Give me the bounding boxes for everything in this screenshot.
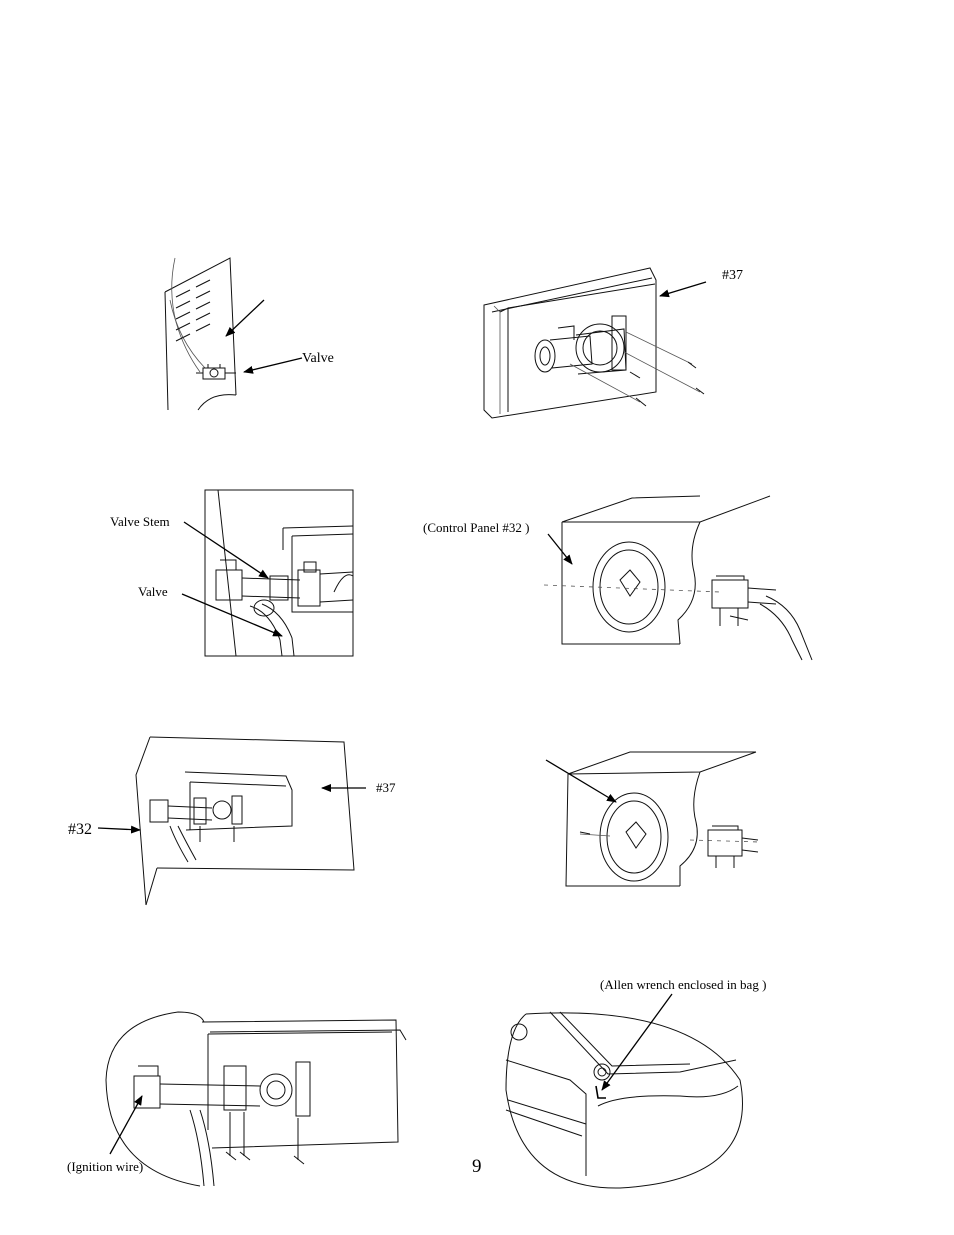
- figure-6-control-panel-align: [545, 751, 761, 887]
- vent-slots: [175, 279, 211, 342]
- fig3-valve-label: Valve: [138, 584, 168, 599]
- gas-hose: [249, 599, 295, 657]
- fig4-control-panel-label: (Control Panel #32 ): [423, 520, 530, 535]
- figure-5-assembled: [97, 736, 366, 906]
- page-number: 9: [472, 1156, 482, 1177]
- valve-small: [196, 364, 236, 380]
- figure-7-ignition-detail: [105, 1011, 407, 1187]
- figure-2-panel-37: [483, 267, 707, 419]
- fig1-valve-label: Valve: [302, 351, 334, 366]
- fig7-ignition-wire-label: (Ignition wire): [67, 1159, 144, 1174]
- screws: [569, 331, 705, 407]
- valve-and-burner: [133, 1061, 311, 1187]
- fig5-part37-label: #37: [376, 780, 396, 795]
- fig3-valve-stem-label: Valve Stem: [110, 514, 170, 529]
- fig5-part32-label: #32: [68, 821, 92, 838]
- burner-fitting: [534, 315, 627, 375]
- figure-3-valve-stem: [181, 489, 354, 657]
- valve-assembly: [711, 575, 813, 661]
- figure-8-allen-wrench-detail: [505, 993, 743, 1189]
- valve-fittings: [149, 795, 243, 863]
- fig8-allen-wrench-label: (Allen wrench enclosed in bag ): [600, 977, 767, 992]
- fig2-part37-label: #37: [722, 268, 743, 283]
- figure-4-control-panel: [543, 495, 813, 661]
- figure-1-side-panel: [164, 257, 303, 411]
- valve-body: [215, 559, 354, 607]
- valve-assembly-2: [707, 825, 759, 868]
